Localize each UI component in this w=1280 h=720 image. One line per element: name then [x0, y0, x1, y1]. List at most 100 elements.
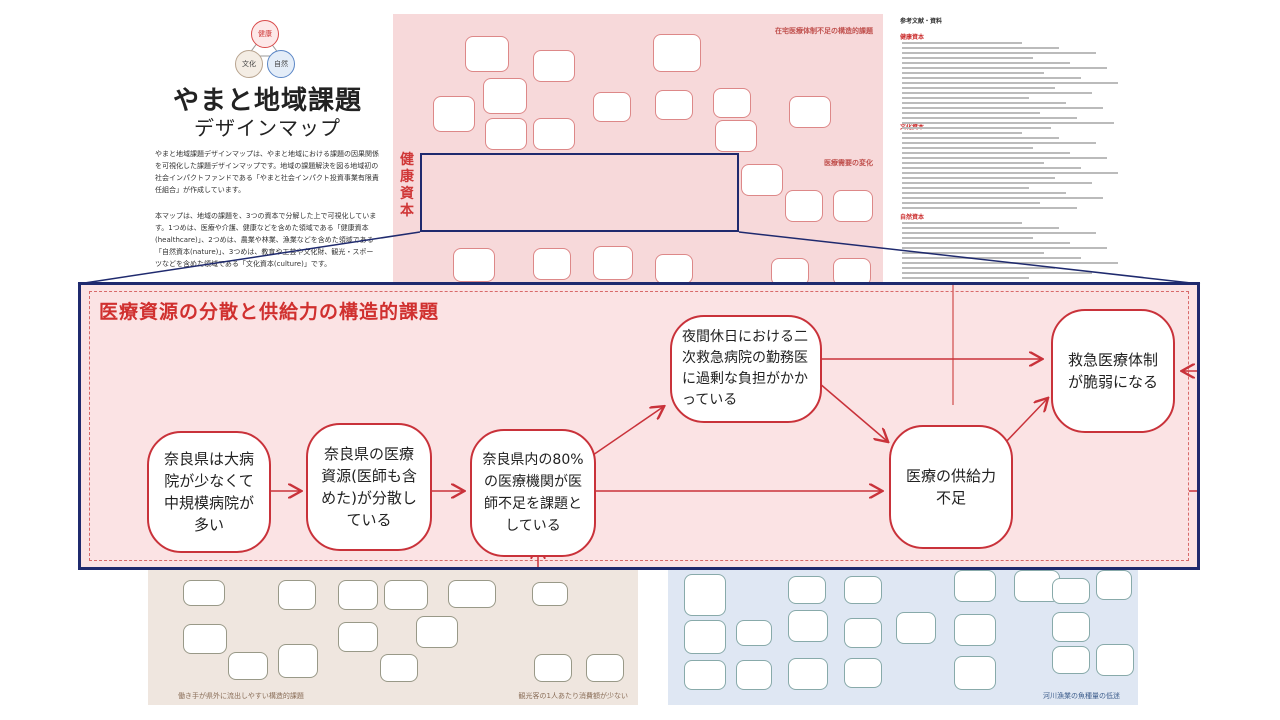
reference-line — [902, 237, 1033, 239]
map-node — [278, 580, 316, 610]
map-node — [228, 652, 268, 680]
map-node — [593, 92, 631, 122]
reference-line — [902, 52, 1096, 54]
reference-line — [902, 42, 1022, 44]
reference-line — [902, 127, 1051, 129]
map-node — [741, 164, 783, 196]
reference-line — [902, 232, 1096, 234]
node-resources-dispersed: 奈良県の医療資源(医師も含めた)が分散している — [306, 423, 432, 551]
map-node — [1052, 612, 1090, 642]
reference-line — [902, 117, 1077, 119]
arrow-n4-n5 — [818, 382, 887, 441]
reference-line — [902, 87, 1055, 89]
map-node — [1096, 644, 1134, 676]
map-node — [788, 610, 828, 642]
map-node — [465, 36, 509, 72]
map-node — [954, 570, 996, 602]
nature-caption: 河川漁業の魚種量の低迷 — [1043, 692, 1120, 700]
map-node — [896, 612, 936, 644]
map-node — [1096, 570, 1132, 600]
reference-line — [902, 72, 1044, 74]
health-capital-vertical-label: 健康資本 — [400, 152, 414, 219]
map-node — [384, 580, 428, 610]
reference-line — [902, 247, 1107, 249]
map-node — [433, 96, 475, 132]
intro-paragraph-2: 本マップは、地域の課題を、3つの資本で分解した上で可視化しています。1つめは、医… — [155, 212, 377, 268]
map-node — [715, 120, 757, 152]
causal-arrows — [268, 285, 1197, 567]
map-node — [380, 654, 418, 682]
map-node — [833, 190, 873, 222]
top-section-title: 在宅医療体制不足の構造的課題 — [775, 27, 873, 35]
references-section-health: 健康資本 — [900, 34, 925, 41]
references-heading: 参考文献・資料 — [900, 18, 943, 25]
map-node — [655, 254, 693, 284]
map-node — [532, 582, 568, 606]
map-node — [655, 90, 693, 120]
reference-line — [902, 162, 1044, 164]
reference-line — [902, 92, 1092, 94]
reference-line — [902, 192, 1066, 194]
map-node — [785, 190, 823, 222]
node-night-emergency-burden: 夜間休日における二次救急病院の勤務医に過剰な負担がかかっている — [670, 315, 822, 423]
reference-line — [902, 262, 1118, 264]
reference-line — [902, 152, 1070, 154]
map-node — [684, 574, 726, 616]
culture-caption: 働き手が県外に流出しやすい構造的課題 — [178, 692, 304, 700]
map-node — [653, 34, 701, 72]
reference-line — [902, 157, 1107, 159]
node-doctor-shortage: 奈良県内の80%の医療機関が医師不足を課題としている — [470, 429, 596, 557]
map-node — [844, 576, 882, 604]
reference-line — [902, 197, 1103, 199]
map-node — [448, 580, 496, 608]
reference-line — [902, 102, 1066, 104]
reference-line — [902, 167, 1081, 169]
map-node — [1052, 646, 1090, 674]
map-node — [278, 644, 318, 678]
reference-line — [902, 187, 1029, 189]
node-large-hospitals: 奈良県は大病院が少なくて中規模病院が多い — [147, 431, 271, 553]
reference-line — [902, 242, 1070, 244]
map-node — [844, 618, 882, 648]
intro-paragraph-1: やまと地域課題デザインマップは、やまと地域における課題の因果関係を可視化した課題… — [155, 150, 379, 194]
map-node — [1052, 578, 1090, 604]
arrow-n3-n4 — [592, 407, 663, 456]
reference-line — [902, 202, 1040, 204]
map-node — [586, 654, 624, 682]
reference-line — [902, 252, 1044, 254]
demand-section-title: 医療需要の変化 — [824, 159, 873, 167]
node-supply-shortage: 医療の供給力不足 — [889, 425, 1013, 549]
reference-line — [902, 257, 1081, 259]
map-node — [788, 576, 826, 604]
page-title: やまと地域課題 — [172, 86, 362, 116]
references-section-nature: 自然資本 — [900, 214, 925, 221]
map-node — [844, 658, 882, 688]
map-node — [338, 622, 378, 652]
map-node — [684, 660, 726, 690]
map-node — [713, 88, 751, 118]
nature-capital-circle: 自然 — [267, 50, 295, 78]
culture-capital-circle: 文化 — [235, 50, 263, 78]
map-node — [183, 580, 225, 606]
map-node — [533, 50, 575, 82]
reference-line — [902, 177, 1055, 179]
map-node — [416, 616, 458, 648]
reference-line — [902, 77, 1081, 79]
arrow-n5-n6 — [1002, 399, 1047, 446]
reference-line — [902, 97, 1029, 99]
reference-line — [902, 147, 1033, 149]
map-node — [483, 78, 527, 114]
zoomed-diagram-panel: 医療資源の分散と供給力の構造的課題 奈良県は大病院が少なくて中規模病院が多い 奈… — [78, 282, 1200, 570]
reference-line — [902, 82, 1118, 84]
reference-line — [902, 47, 1059, 49]
culture-caption-2: 観光客の1人あたり消費額が少ない — [518, 692, 628, 700]
zoom-inner-border — [89, 291, 1189, 561]
health-capital-circle: 健康 — [251, 20, 279, 48]
reference-line — [902, 207, 1077, 209]
map-node — [736, 620, 772, 646]
map-node — [533, 248, 571, 280]
zoom-section-title: 医療資源の分散と供給力の構造的課題 — [99, 301, 440, 323]
focus-highlight-rectangle — [420, 153, 739, 232]
map-node — [736, 660, 772, 690]
reference-line — [902, 132, 1022, 134]
